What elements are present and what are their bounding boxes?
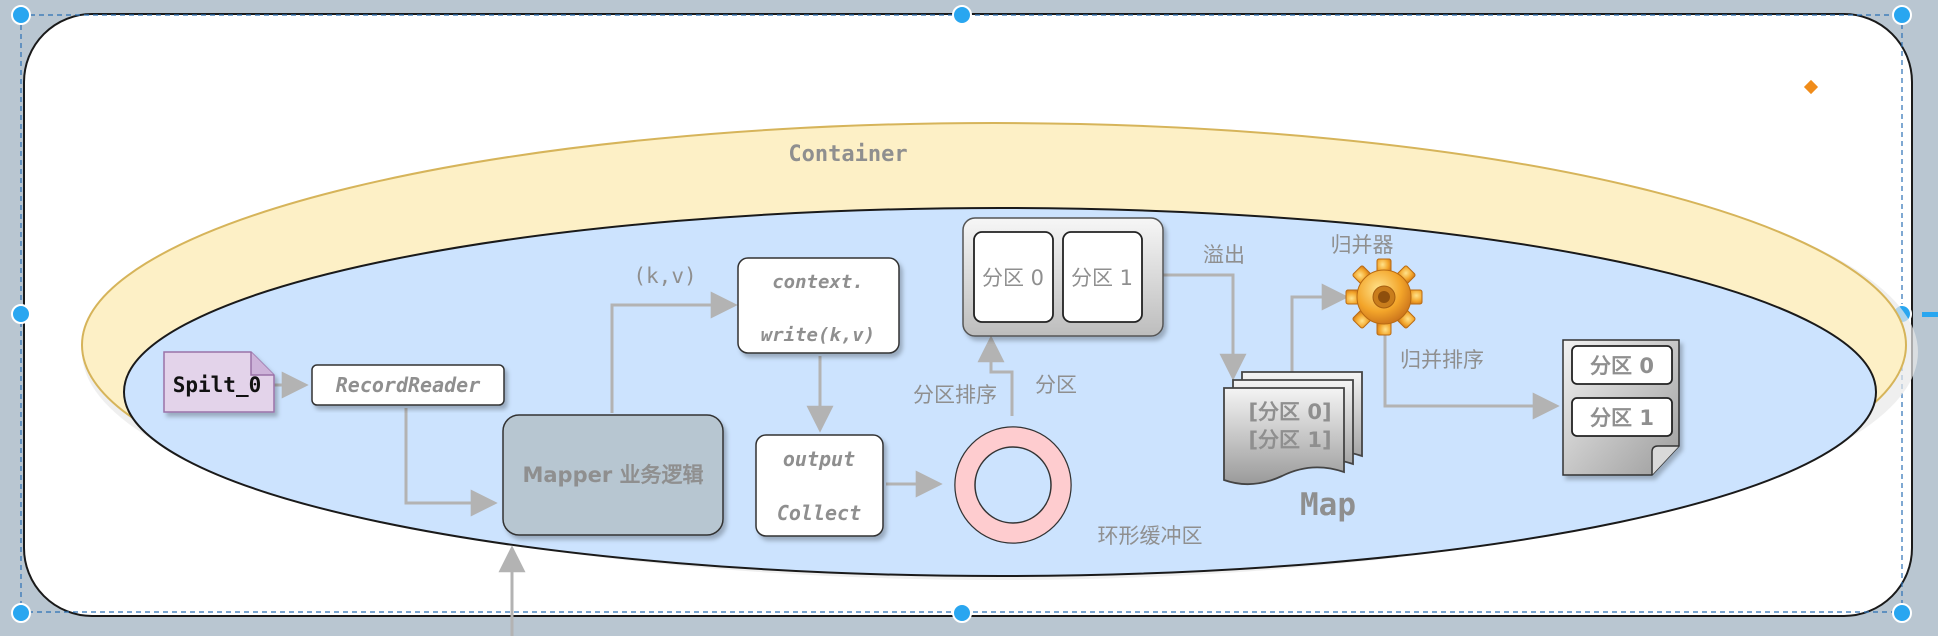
arrow-docs-to-merger [1290,283,1349,372]
output-collect-line1: output [783,447,855,471]
handle-bottom-right[interactable] [1892,603,1912,623]
arrow-mapper-to-context [610,291,738,413]
handle-bottom-center[interactable] [952,603,972,623]
output-file-fold [1651,445,1679,475]
corner-radius-handle[interactable] [1803,79,1819,95]
partition-label: 分区 [1035,373,1077,397]
ring-inner-edge [974,446,1052,524]
handle-bottom-left[interactable] [11,603,31,623]
merge-sort-label: 归并排序 [1400,348,1484,372]
handle-top-right[interactable] [1892,5,1912,25]
ring-outer-edge [954,426,1072,544]
output-partition-0[interactable] [1571,345,1673,385]
ring-buffer[interactable] [955,427,1071,543]
arrow-merger-to-output [1383,330,1560,420]
map-label: Map [1300,487,1356,523]
spill-partition-1-label: 分区 1 [1071,266,1133,290]
ring-buffer-label: 环形缓冲区 [1098,524,1203,548]
flow-arrows [274,273,1560,636]
output-partition-0-label: 分区 0 [1590,354,1654,378]
spill-partition-0-label: 分区 0 [982,266,1044,290]
spill-partition-1[interactable] [1062,231,1143,323]
handle-top-left[interactable] [11,5,31,25]
context-write-line1: context. [772,271,864,293]
split-label: Spilt_0 [173,373,262,397]
mapper-box[interactable] [502,414,724,536]
handle-middle-left[interactable] [11,304,31,324]
partition-sort-label: 分区排序 [913,383,997,407]
record-reader-box[interactable] [311,364,505,406]
output-collect-box[interactable] [755,434,884,537]
handle-top-center[interactable] [952,5,972,25]
arrow-reader-to-mapper [404,408,498,517]
merger-label: 归并器 [1331,233,1394,257]
arrow-ring-to-partitions [977,335,1014,416]
spill-partition-0[interactable] [973,231,1054,323]
doc-stack-line2: [分区 1] [1248,428,1331,452]
arrow-spill-to-docs [1163,273,1247,381]
kv-label: (k,v) [633,264,696,288]
spill-files-stack[interactable] [1223,371,1363,486]
gear-icon [1345,258,1423,336]
split-note[interactable] [163,351,275,413]
context-write-line2: write(k,v) [761,324,875,346]
output-partition-1[interactable] [1571,397,1673,437]
output-collect-line2: Collect [777,501,861,525]
connector-stub [1922,312,1938,317]
doc-stack-line1: [分区 0] [1248,400,1331,424]
mapper-label: Mapper 业务逻辑 [522,463,703,487]
output-partition-1-label: 分区 1 [1590,406,1654,430]
container-label: Container [788,142,907,167]
spill-label: 溢出 [1203,243,1245,267]
record-reader-label: RecordReader [336,373,481,397]
context-write-box[interactable] [737,257,900,354]
